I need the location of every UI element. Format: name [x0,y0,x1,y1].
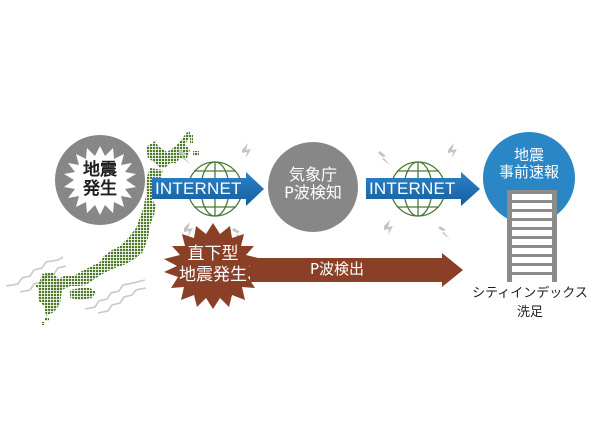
building-line1: シティインデックス [472,286,588,301]
epicenter-line2: 発生 [83,179,117,200]
direct-quake-line1: 直下型 [187,244,239,264]
epicenter-badge [55,135,145,225]
epicenter-label: 地震 発生 [70,160,130,200]
jma-line1: 気象庁 [288,165,337,184]
direct-quake-label: 直下型 地震発生 [173,244,253,286]
direct-quake-starburst [164,223,262,309]
building-label: シティインデックス 洗足 [470,284,590,322]
p-wave-arrow [250,253,463,287]
alert-line1: 地震 [513,146,544,164]
seismic-wave-icon [5,256,147,314]
internet-label-2: INTERNET [369,179,456,198]
jma-circle [268,142,358,232]
direct-quake-line2: 地震発生 [179,265,247,285]
p-wave-label: P波検出 [310,260,365,278]
internet-label-1: INTERNET [155,179,242,198]
japan-map-icon [36,131,199,325]
starburst-icon [64,146,136,215]
jma-label: 気象庁 P波検知 [270,166,356,202]
lightning-icon [178,143,457,241]
epicenter-line1: 地震 [83,160,117,180]
internet-arrow-1 [152,172,264,206]
building-line2: 洗足 [516,305,543,320]
building-icon [507,190,557,282]
alert-label: 地震 事前速報 [486,147,572,181]
alert-line2: 事前速報 [498,162,559,181]
internet-arrow-2 [366,172,480,206]
jma-line2: P波検知 [284,182,342,202]
